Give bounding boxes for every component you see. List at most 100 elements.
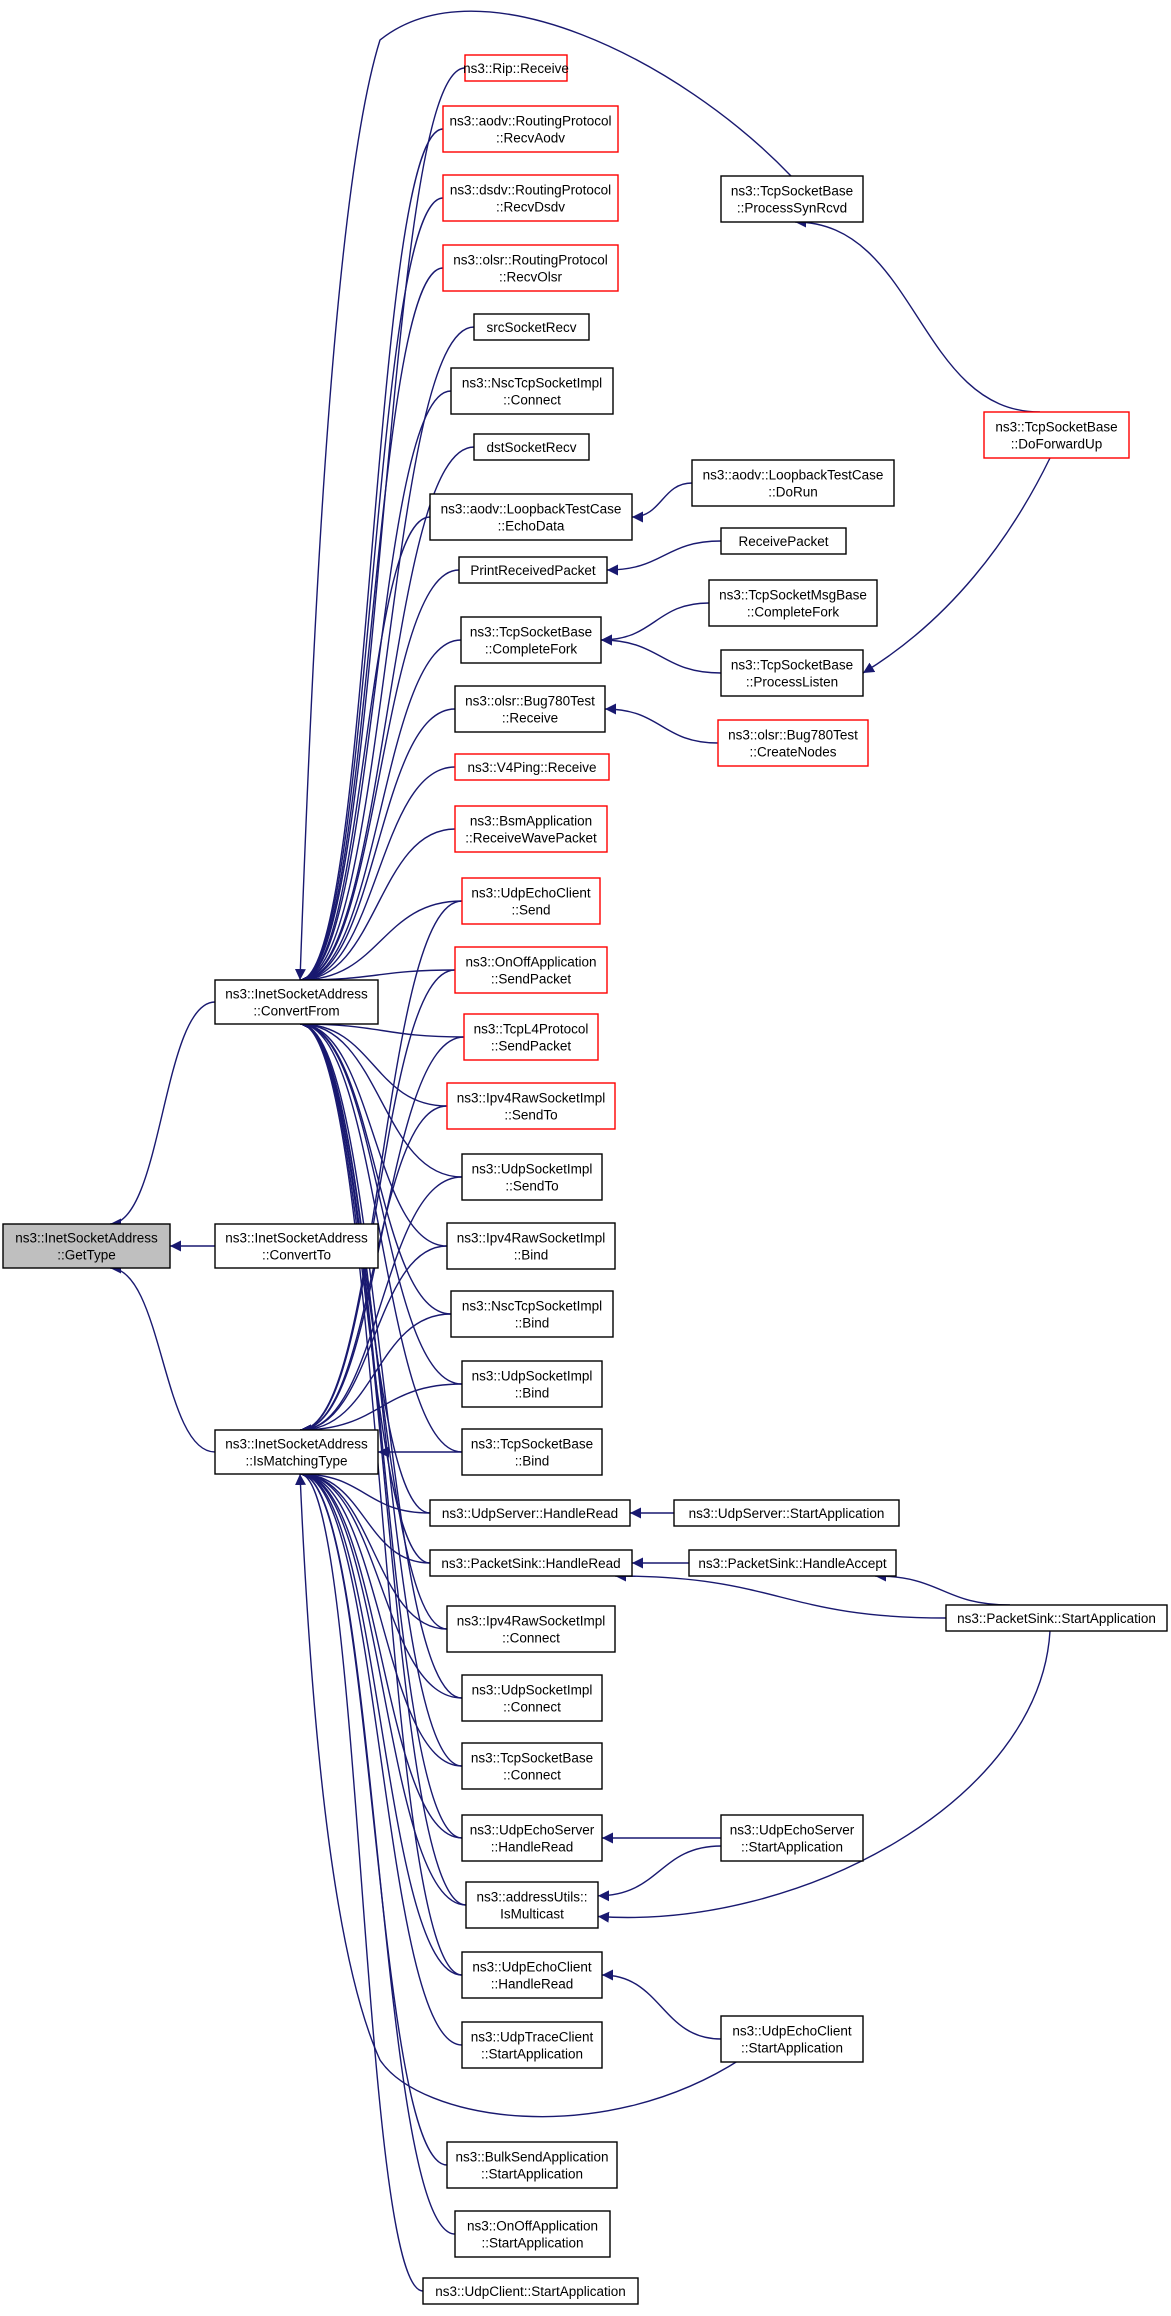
node-rip-receive[interactable]: ns3::Rip::Receive [463,54,569,82]
node-onoff-sendpacket[interactable]: ns3::OnOffApplication::SendPacket [454,946,608,994]
node-convertto[interactable]: ns3::InetSocketAddress::ConvertTo [214,1223,379,1269]
node-box[interactable] [454,805,608,853]
node-packetsink-handleaccept[interactable]: ns3::PacketSink::HandleAccept [688,1549,897,1577]
node-tcp-doforwardup[interactable]: ns3::TcpSocketBase::DoForwardUp [983,411,1130,459]
node-box[interactable] [214,1429,379,1475]
node-udpserver-handleread[interactable]: ns3::UdpServer::HandleRead [429,1499,631,1527]
node-nsc-bind[interactable]: ns3::NscTcpSocketImpl::Bind [450,1290,614,1338]
node-box[interactable] [442,244,619,292]
node-udpechoclient-send[interactable]: ns3::UdpEchoClient::Send [461,877,601,925]
node-aodv-dorun[interactable]: ns3::aodv::LoopbackTestCase::DoRun [691,459,895,507]
node-box[interactable] [720,527,847,555]
node-udpechoclient-handleread[interactable]: ns3::UdpEchoClient::HandleRead [461,1951,603,1999]
node-receivepacket[interactable]: ReceivePacket [720,527,847,555]
node-tcp-connect[interactable]: ns3::TcpSocketBase::Connect [461,1742,603,1790]
node-nsc-connect[interactable]: ns3::NscTcpSocketImpl::Connect [450,367,614,415]
node-ipv4raw-connect[interactable]: ns3::Ipv4RawSocketImpl::Connect [446,1605,616,1653]
node-box[interactable] [708,579,878,627]
node-udpechoclient-start[interactable]: ns3::UdpEchoClient::StartApplication [720,2015,864,2063]
node-convertfrom[interactable]: ns3::InetSocketAddress::ConvertFrom [214,979,379,1025]
node-box[interactable] [473,313,590,341]
node-dsdv-recvdsdv[interactable]: ns3::dsdv::RoutingProtocol::RecvDsdv [442,174,619,222]
node-tcp-completefork[interactable]: ns3::TcpSocketBase::CompleteFork [460,616,602,664]
node-box[interactable] [720,2015,864,2063]
node-ipv4raw-sendto[interactable]: ns3::Ipv4RawSocketImpl::SendTo [446,1082,616,1130]
node-udpclient-start[interactable]: ns3::UdpClient::StartApplication [422,2277,639,2305]
node-tcp-processsynrcvd[interactable]: ns3::TcpSocketBase::ProcessSynRcvd [720,175,864,223]
node-box[interactable] [461,1153,603,1201]
node-box[interactable] [461,1360,603,1408]
node-v4ping-receive[interactable]: ns3::V4Ping::Receive [454,753,610,781]
node-printreceivedpacket[interactable]: PrintReceivedPacket [458,556,608,584]
node-box[interactable] [461,1814,603,1862]
node-ipv4raw-bind[interactable]: ns3::Ipv4RawSocketImpl::Bind [446,1222,616,1270]
node-udpsocket-sendto[interactable]: ns3::UdpSocketImpl::SendTo [461,1153,603,1201]
node-box[interactable] [461,1428,603,1476]
node-box[interactable] [673,1499,900,1527]
node-udptraceclient-start[interactable]: ns3::UdpTraceClient::StartApplication [461,2021,603,2069]
node-udpserver-start[interactable]: ns3::UdpServer::StartApplication [673,1499,900,1527]
node-box[interactable] [720,649,864,697]
node-box[interactable] [465,1881,599,1929]
node-box[interactable] [454,753,610,781]
node-srcsocketrecv[interactable]: srcSocketRecv [473,313,590,341]
node-dstsocketrecv[interactable]: dstSocketRecv [473,433,590,461]
node-bulksend-start[interactable]: ns3::BulkSendApplication::StartApplicati… [446,2141,618,2189]
node-box[interactable] [461,2021,603,2069]
node-box[interactable] [446,1605,616,1653]
node-box[interactable] [691,459,895,507]
node-packetsink-handleread[interactable]: ns3::PacketSink::HandleRead [429,1549,633,1577]
node-aodv-recvaodv[interactable]: ns3::aodv::RoutingProtocol::RecvAodv [442,105,619,153]
node-box[interactable] [429,493,633,541]
node-tcpl4-sendpacket[interactable]: ns3::TcpL4Protocol::SendPacket [463,1013,599,1061]
node-box[interactable] [720,1814,864,1862]
node-ismatchingtype[interactable]: ns3::InetSocketAddress::IsMatchingType [214,1429,379,1475]
node-udpsocket-connect[interactable]: ns3::UdpSocketImpl::Connect [461,1674,603,1722]
node-box[interactable] [720,175,864,223]
node-box[interactable] [2,1223,171,1269]
node-box[interactable] [461,877,601,925]
node-udpechoserver-handleread[interactable]: ns3::UdpEchoServer::HandleRead [461,1814,603,1862]
node-tcp-bind[interactable]: ns3::TcpSocketBase::Bind [461,1428,603,1476]
node-box[interactable] [214,979,379,1025]
node-olsr-recvolsr[interactable]: ns3::olsr::RoutingProtocol::RecvOlsr [442,244,619,292]
node-box[interactable] [688,1549,897,1577]
node-udpsocket-bind[interactable]: ns3::UdpSocketImpl::Bind [461,1360,603,1408]
node-tcp-processlisten[interactable]: ns3::TcpSocketBase::ProcessListen [720,649,864,697]
node-box[interactable] [454,2210,611,2258]
node-box[interactable] [454,946,608,994]
node-box[interactable] [458,556,608,584]
node-box[interactable] [461,1674,603,1722]
node-box[interactable] [945,1604,1168,1632]
node-aodv-echodata[interactable]: ns3::aodv::LoopbackTestCase::EchoData [429,493,633,541]
node-box[interactable] [450,367,614,415]
node-packetsink-start[interactable]: ns3::PacketSink::StartApplication [945,1604,1168,1632]
node-box[interactable] [429,1549,633,1577]
node-box[interactable] [454,685,606,733]
node-olsr-bug780-createnodes[interactable]: ns3::olsr::Bug780Test::CreateNodes [717,719,869,767]
node-onoff-start[interactable]: ns3::OnOffApplication::StartApplication [454,2210,611,2258]
node-box[interactable] [461,1742,603,1790]
node-box[interactable] [446,1222,616,1270]
node-gettype[interactable]: ns3::InetSocketAddress::GetType [2,1223,171,1269]
node-addressutils-ismulticast[interactable]: ns3::addressUtils::IsMulticast [465,1881,599,1929]
node-olsr-bug780-receive[interactable]: ns3::olsr::Bug780Test::Receive [454,685,606,733]
node-box[interactable] [429,1499,631,1527]
node-box[interactable] [473,433,590,461]
node-bsm-receivewave[interactable]: ns3::BsmApplication::ReceiveWavePacket [454,805,608,853]
node-box[interactable] [442,174,619,222]
node-tcpmsg-completefork[interactable]: ns3::TcpSocketMsgBase::CompleteFork [708,579,878,627]
node-box[interactable] [983,411,1130,459]
node-box[interactable] [463,1013,599,1061]
node-box[interactable] [461,1951,603,1999]
node-box[interactable] [446,2141,618,2189]
node-udpechoserver-start[interactable]: ns3::UdpEchoServer::StartApplication [720,1814,864,1862]
node-box[interactable] [422,2277,639,2305]
node-box[interactable] [460,616,602,664]
node-box[interactable] [214,1223,379,1269]
node-box[interactable] [717,719,869,767]
node-box[interactable] [464,54,568,82]
node-box[interactable] [442,105,619,153]
node-box[interactable] [446,1082,616,1130]
node-box[interactable] [450,1290,614,1338]
